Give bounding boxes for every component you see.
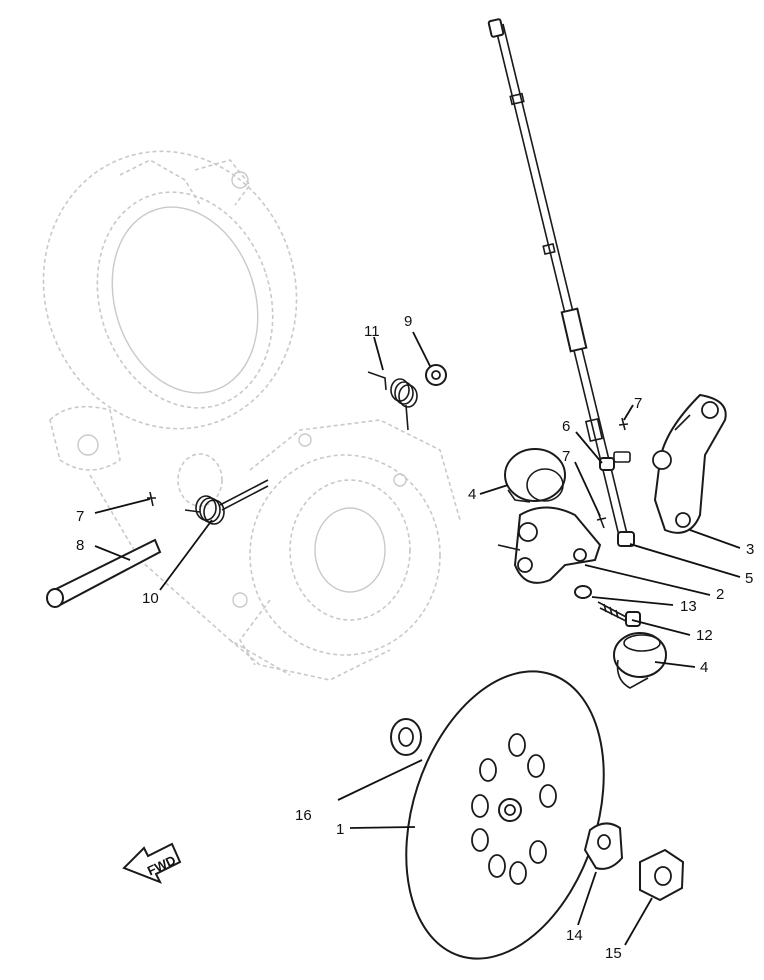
callout-12: 12 xyxy=(696,627,713,644)
callout-5: 5 xyxy=(745,570,753,587)
callout-14: 14 xyxy=(566,927,583,944)
callout-4-upper: 4 xyxy=(468,486,476,503)
callout-1: 1 xyxy=(336,821,344,838)
part-14-washer xyxy=(583,822,624,870)
callout-13: 13 xyxy=(680,598,697,615)
part-15-nut xyxy=(639,848,685,902)
part-8-shaft xyxy=(46,538,162,608)
part-9-washer xyxy=(425,364,447,386)
part-7-cotter-pin-left xyxy=(147,491,156,507)
part-4-cap-lower xyxy=(613,632,667,689)
callout-labels: 1 2 3 4 4 5 6 7 7 7 8 9 10 11 12 13 14 1… xyxy=(76,313,754,962)
leader-lines xyxy=(94,331,741,946)
part-1-disc-plate xyxy=(405,670,605,960)
part-2-lever-bracket xyxy=(497,506,602,584)
part-4-cap-upper xyxy=(504,448,566,503)
part-12-bolt xyxy=(597,601,641,627)
callout-4-lower: 4 xyxy=(700,659,708,676)
part-16-washer xyxy=(390,718,422,756)
part-6-nut xyxy=(599,451,631,471)
part-11-spring xyxy=(367,371,418,431)
part-5-pin xyxy=(617,531,635,547)
callout-3: 3 xyxy=(746,541,754,558)
part-13-washer xyxy=(574,585,592,599)
callout-10: 10 xyxy=(142,590,159,607)
callout-7-right: 7 xyxy=(634,395,642,412)
ghost-crankcase-housing xyxy=(42,150,391,681)
part-7-cotter-pin-right xyxy=(618,417,629,431)
callout-9: 9 xyxy=(404,313,412,330)
callout-2: 2 xyxy=(716,586,724,603)
ghost-clutch-cover xyxy=(177,419,461,666)
shift-rod xyxy=(487,18,629,541)
callout-8: 8 xyxy=(76,537,84,554)
callout-15: 15 xyxy=(605,945,622,962)
callout-7-mid: 7 xyxy=(562,448,570,465)
part-3-shift-arm xyxy=(652,393,727,534)
callout-16: 16 xyxy=(295,807,312,824)
callout-7-left: 7 xyxy=(76,508,84,525)
fwd-direction-arrow: FWD xyxy=(122,842,182,884)
callout-6: 6 xyxy=(562,418,570,435)
part-10-torsion-spring xyxy=(184,479,269,525)
callout-11: 11 xyxy=(364,323,380,340)
